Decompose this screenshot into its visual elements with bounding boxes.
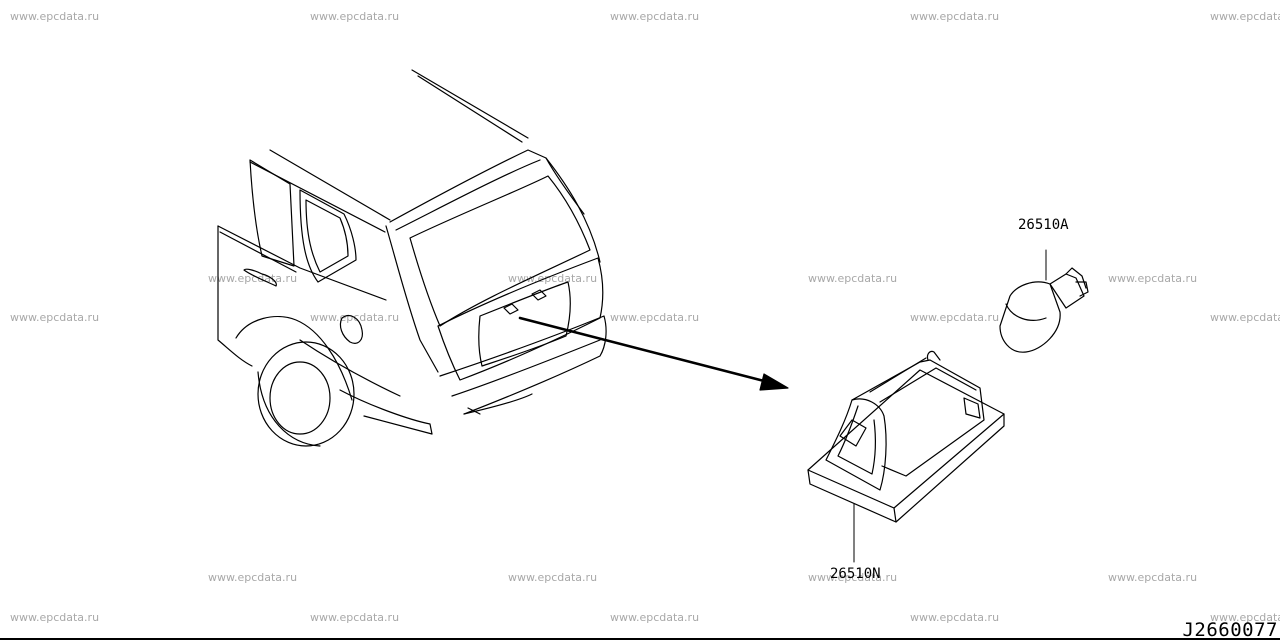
watermark: www.epcdata.ru xyxy=(1210,311,1280,324)
watermark: www.epcdata.ru xyxy=(610,10,700,23)
part-label-26510a: 26510A xyxy=(1018,217,1069,233)
watermark: www.epcdata.ru xyxy=(508,272,598,285)
watermark: www.epcdata.ru xyxy=(10,311,100,324)
bulb-icon xyxy=(999,249,1089,353)
watermark: www.epcdata.ru xyxy=(1210,611,1280,624)
watermark: www.epcdata.ru xyxy=(1108,272,1198,285)
watermark: www.epcdata.ru xyxy=(10,10,100,23)
watermark: www.epcdata.ru xyxy=(610,611,700,624)
watermark: www.epcdata.ru xyxy=(808,272,898,285)
watermark: www.epcdata.ru xyxy=(310,611,400,624)
watermark: www.epcdata.ru xyxy=(508,571,598,584)
watermark: www.epcdata.ru xyxy=(910,10,1000,23)
bottom-rule xyxy=(0,638,1280,640)
watermark: www.epcdata.ru xyxy=(910,311,1000,324)
watermark: www.epcdata.ru xyxy=(808,571,898,584)
watermark: www.epcdata.ru xyxy=(208,571,298,584)
pointer-arrow-icon xyxy=(518,316,789,391)
vehicle-icon xyxy=(217,69,607,447)
watermark: www.epcdata.ru xyxy=(10,611,100,624)
watermark: www.epcdata.ru xyxy=(610,311,700,324)
watermark: www.epcdata.ru xyxy=(310,10,400,23)
license-lamp-icon xyxy=(807,350,1005,563)
watermark: www.epcdata.ru xyxy=(1108,571,1198,584)
watermark: www.epcdata.ru xyxy=(910,611,1000,624)
document-code: J2660077 xyxy=(1182,619,1278,641)
part-label-26510n: 26510N xyxy=(830,566,881,582)
watermark: www.epcdata.ru xyxy=(1210,10,1280,23)
